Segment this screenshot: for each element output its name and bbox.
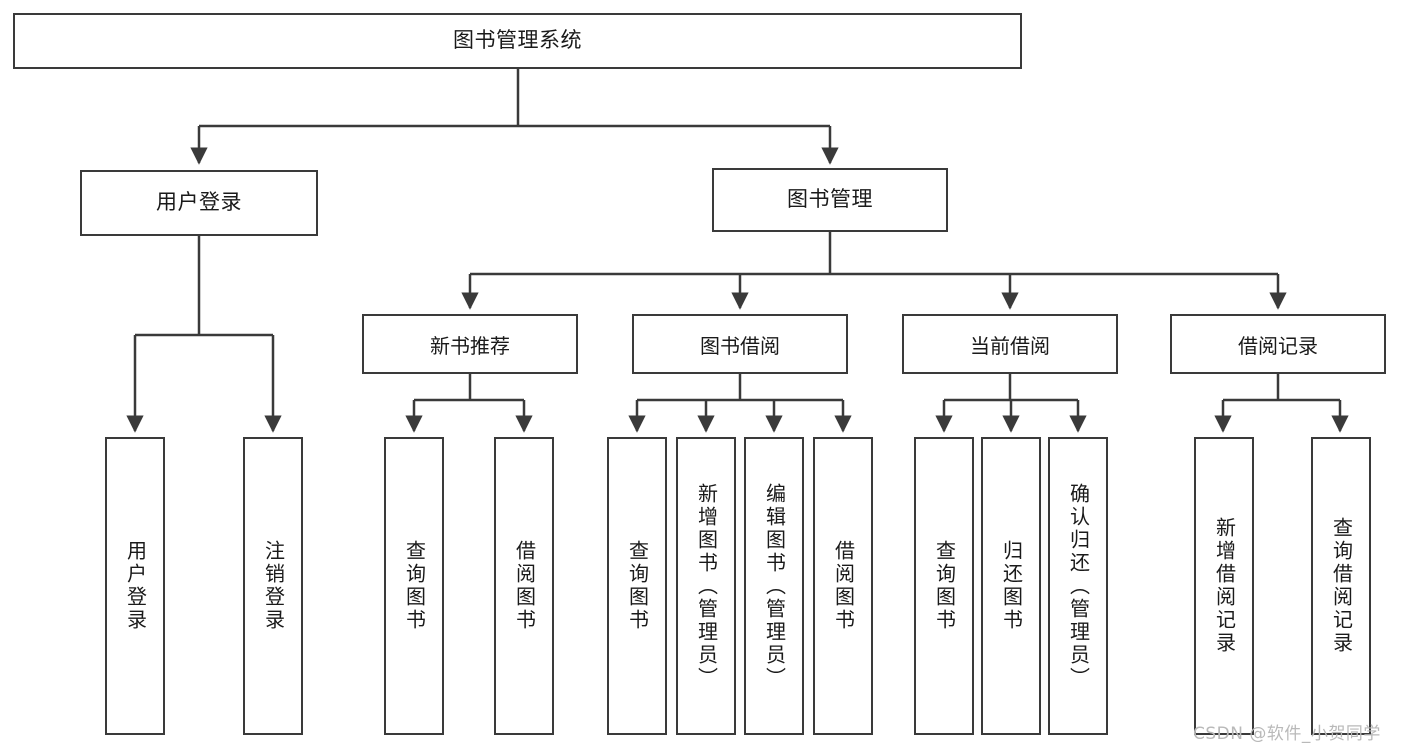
node-current-borrow[interactable]: 当前借阅 [902, 314, 1118, 374]
watermark-text: CSDN @软件_小贺同学 [1193, 724, 1381, 744]
node-user-login[interactable]: 用户登录 [80, 170, 318, 236]
node-book-borrow[interactable]: 图书借阅 [632, 314, 848, 374]
leaf-user-login-login[interactable]: 用户登录 [105, 437, 165, 735]
leaf-label: 注销登录 [261, 540, 286, 632]
leaf-label: 查询图书 [625, 540, 650, 632]
leaf-record-query-record[interactable]: 查询借阅记录 [1311, 437, 1371, 735]
leaf-label: 用户登录 [123, 540, 148, 632]
leaf-label: 编辑图书（管理员） [762, 482, 787, 690]
leaf-label: 查询借阅记录 [1329, 517, 1354, 655]
leaf-label: 归还图书 [999, 540, 1024, 632]
leaf-record-add-record[interactable]: 新增借阅记录 [1194, 437, 1254, 735]
leaf-current-confirm-return-admin[interactable]: 确认归还（管理员） [1048, 437, 1108, 735]
node-root-system[interactable]: 图书管理系统 [13, 13, 1022, 69]
node-new-book-recommend[interactable]: 新书推荐 [362, 314, 578, 374]
leaf-borrow-edit-book-admin[interactable]: 编辑图书（管理员） [744, 437, 804, 735]
leaf-current-return-book[interactable]: 归还图书 [981, 437, 1041, 735]
leaf-borrow-borrow-book[interactable]: 借阅图书 [813, 437, 873, 735]
leaf-label: 确认归还（管理员） [1066, 482, 1091, 690]
leaf-label: 借阅图书 [512, 540, 537, 632]
leaf-label: 查询图书 [402, 540, 427, 632]
leaf-label: 借阅图书 [831, 540, 856, 632]
leaf-user-login-logout[interactable]: 注销登录 [243, 437, 303, 735]
leaf-borrow-query-book[interactable]: 查询图书 [607, 437, 667, 735]
leaf-label: 新增借阅记录 [1212, 517, 1237, 655]
leaf-recommend-query-book[interactable]: 查询图书 [384, 437, 444, 735]
leaf-recommend-borrow-book[interactable]: 借阅图书 [494, 437, 554, 735]
node-borrow-record[interactable]: 借阅记录 [1170, 314, 1386, 374]
node-book-management[interactable]: 图书管理 [712, 168, 948, 232]
leaf-borrow-add-book-admin[interactable]: 新增图书（管理员） [676, 437, 736, 735]
leaf-label: 新增图书（管理员） [694, 482, 719, 690]
leaf-label: 查询图书 [932, 540, 957, 632]
leaf-current-query-book[interactable]: 查询图书 [914, 437, 974, 735]
